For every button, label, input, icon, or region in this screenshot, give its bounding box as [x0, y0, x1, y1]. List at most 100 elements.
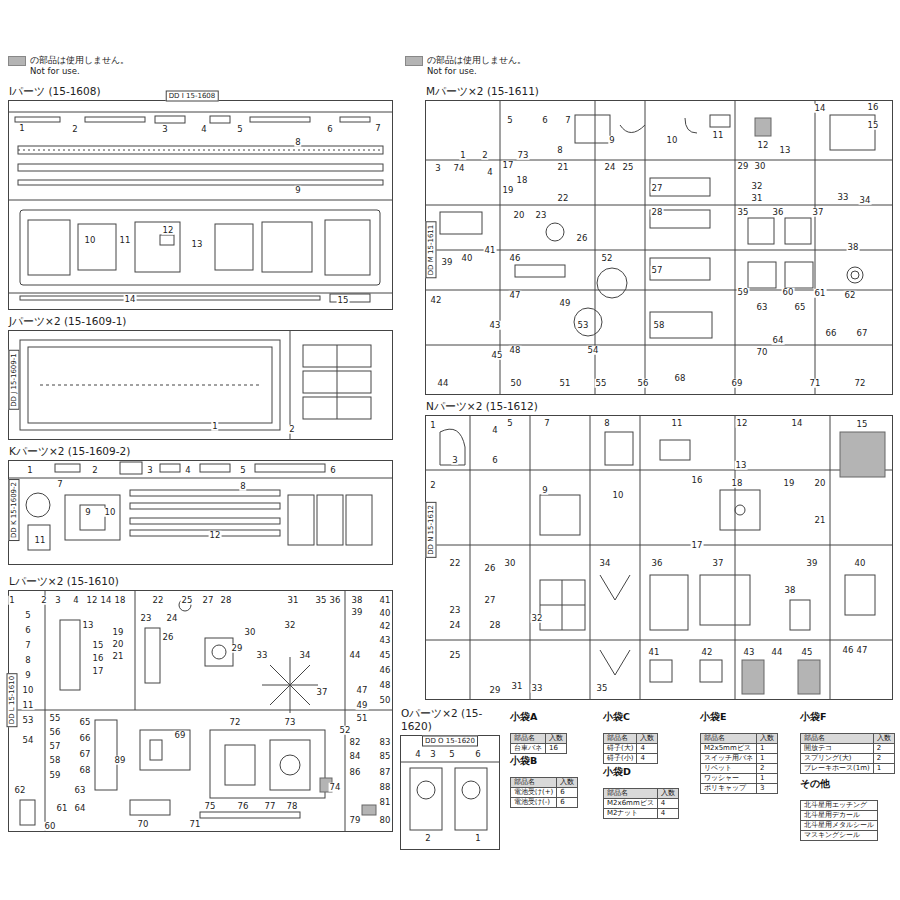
callout-number: 74	[329, 783, 342, 792]
callout-number: 51	[356, 714, 369, 723]
callout-number: 25	[449, 651, 462, 660]
callout-number: 70	[137, 820, 150, 829]
callout-number: 71	[189, 820, 202, 829]
callout-number: 79	[349, 816, 362, 825]
callout-number: 12	[86, 596, 99, 605]
callout-number: 3	[161, 125, 168, 134]
callout-number: 42	[430, 296, 443, 305]
callout-number: 38	[351, 596, 364, 605]
callout-number: 9	[294, 186, 301, 195]
callout-number: 9	[608, 136, 615, 145]
callout-number: 69	[174, 731, 187, 740]
callout-number: 72	[854, 379, 867, 388]
callout-number: 83	[379, 738, 392, 747]
table-cell: ブレーキホース(1m)	[801, 764, 874, 774]
callout-number: 3	[146, 466, 153, 475]
callout-number: 13	[82, 621, 95, 630]
callout-number: 60	[44, 822, 57, 831]
callout-number: 81	[379, 798, 392, 807]
table-grid: 部品名入数M2x5mmビス1スイッチ用バネ1リベット2ワッシャー1ポリキャップ3	[700, 733, 778, 794]
callout-number: 57	[49, 742, 62, 751]
table-cell: M2x5mmビス	[701, 744, 757, 754]
callout-number: 7	[543, 419, 550, 428]
callout-number: 15	[92, 641, 105, 650]
callout-number: 61	[814, 289, 827, 298]
callout-number: 46	[509, 254, 522, 263]
callout-number: 4	[72, 596, 79, 605]
table-cell: 2	[874, 754, 895, 764]
table-cell: 北斗星用エッチング	[801, 801, 878, 811]
callout-number: 34	[299, 651, 312, 660]
table-cell: 開放テコ	[801, 744, 874, 754]
callout-number: 24	[166, 614, 179, 623]
table-header-cell: 部品名	[604, 734, 637, 744]
callout-number: 2	[481, 151, 488, 160]
callout-number: 4	[184, 466, 191, 475]
callout-number: 49	[356, 701, 369, 710]
callout-number: 70	[756, 348, 769, 357]
table-header-cell: 入数	[546, 734, 567, 744]
callout-number: 27	[484, 596, 497, 605]
callout-number: 77	[264, 802, 277, 811]
callout-number: 22	[557, 194, 570, 203]
table-cell: 1	[757, 744, 778, 754]
table-cell: スプリング(大)	[801, 754, 874, 764]
callout-number: 1	[211, 422, 218, 431]
callout-number: 68	[674, 374, 687, 383]
callout-number: 6	[474, 750, 481, 759]
callout-number: 21	[112, 652, 125, 661]
callout-number: 49	[559, 299, 572, 308]
callout-number: 20	[112, 640, 125, 649]
callout-number: 7	[374, 124, 381, 133]
table-cell: 2	[874, 744, 895, 754]
callout-number: 35	[315, 596, 328, 605]
callout-number: 30	[244, 628, 257, 637]
callout-number: 47	[856, 646, 869, 655]
callout-number: 11	[34, 536, 47, 545]
callout-number: 66	[825, 329, 838, 338]
table-cell: 台車バネ	[511, 744, 546, 754]
callout-number: 4	[200, 125, 207, 134]
runner-frame: Lパーツ×2 (15-1610)	[8, 590, 393, 832]
callout-number: 66	[79, 734, 92, 743]
callout-number: 56	[637, 379, 650, 388]
callout-number: 1	[8, 596, 15, 605]
callout-number: 8	[556, 146, 563, 155]
callout-number: 65	[794, 303, 807, 312]
table-header-cell: 入数	[658, 789, 679, 799]
table-heading: その他	[800, 778, 878, 790]
callout-number: 31	[751, 194, 764, 203]
callout-number: 74	[453, 164, 466, 173]
callout-number: 39	[441, 258, 454, 267]
table-header-cell: 入数	[637, 734, 658, 744]
callout-number: 19	[112, 628, 125, 637]
callout-number: 13	[191, 240, 204, 249]
callout-number: 19	[783, 479, 796, 488]
callout-number: 55	[49, 714, 62, 723]
callout-number: 75	[204, 802, 217, 811]
table-heading: 小袋D	[603, 766, 679, 778]
callout-number: 1	[459, 151, 466, 160]
callout-number: 23	[140, 614, 153, 623]
table-cell: 3	[757, 784, 778, 794]
callout-number: 50	[510, 379, 523, 388]
runner-heading: Mパーツ×2 (15-1611)	[426, 85, 539, 98]
callout-number: 10	[666, 136, 679, 145]
callout-number: 1	[18, 124, 25, 133]
table-cell: 1	[757, 774, 778, 784]
callout-number: 24	[604, 163, 617, 172]
callout-number: 11	[671, 419, 684, 428]
callout-number: 44	[349, 651, 362, 660]
table-cell: 電池受け(-)	[511, 798, 557, 808]
callout-number: 38	[847, 243, 860, 252]
callout-number: 73	[517, 151, 530, 160]
table-cell: 4	[658, 799, 679, 809]
callout-number: 69	[731, 379, 744, 388]
parts-table: 小袋C部品名入数碍子(大)4碍子(小)4	[603, 711, 658, 764]
callout-number: 29	[737, 162, 750, 171]
table-grid: 部品名入数M2x6mmビス4M2ナット4	[603, 788, 679, 819]
callout-number: 17	[691, 541, 704, 550]
callout-number: 68	[79, 766, 92, 775]
callout-number: 37	[812, 208, 825, 217]
callout-number: 6	[326, 125, 333, 134]
